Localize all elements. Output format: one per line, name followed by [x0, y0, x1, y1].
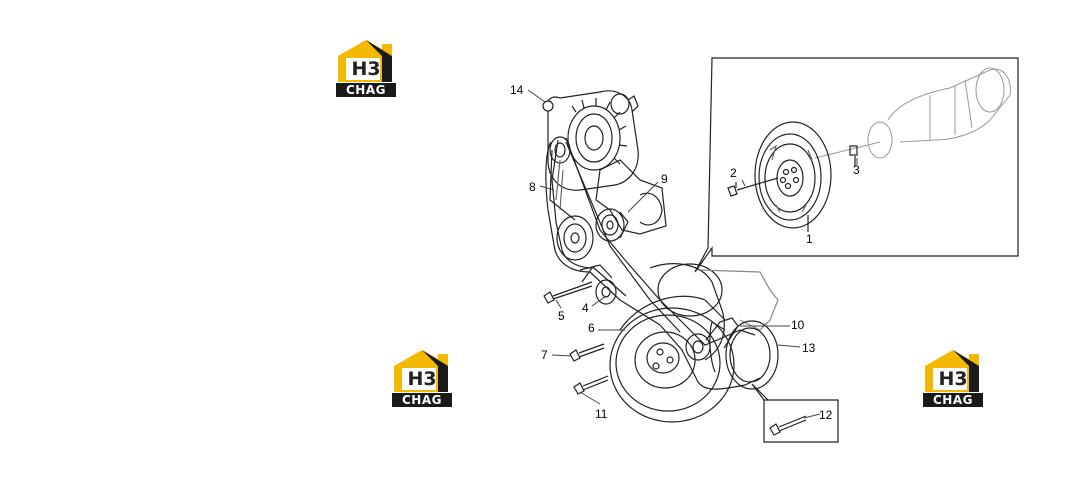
detail-box-bolt: [751, 383, 839, 443]
callout-2: 2: [730, 166, 737, 180]
bolt-12: [769, 415, 807, 436]
callout-8: 8: [529, 180, 536, 194]
logo-caption: CHAG: [402, 393, 442, 407]
callout-14: 14: [510, 83, 524, 97]
logo-caption: CHAG: [933, 393, 973, 407]
logo-shape-icon: [392, 350, 452, 407]
callout-5: 5: [558, 309, 565, 323]
bolt-2: [727, 177, 779, 197]
leader-lines: [527, 89, 858, 419]
logo-shape-icon: [336, 40, 396, 97]
callout-11: 11: [595, 407, 608, 421]
crankshaft-outline: [814, 67, 1011, 159]
logo-shape-icon: [923, 350, 983, 407]
callout-13: 13: [802, 341, 816, 355]
bolt-3: [849, 145, 858, 166]
detail-box-crank-pulley: [694, 57, 1019, 273]
idler-pulley-left: [556, 215, 594, 261]
logo-letters: H3: [351, 58, 381, 80]
callout-1: 1: [806, 232, 813, 246]
fan-pulley: [609, 295, 735, 423]
engine-block: [699, 269, 779, 331]
watermark-logo: H3 CHAG: [334, 38, 398, 98]
belt-tensioner: [685, 317, 739, 361]
callout-4: 4: [582, 301, 589, 315]
watermark-logo: H3 CHAG: [921, 348, 985, 408]
callout-7: 7: [541, 348, 548, 362]
callout-6: 6: [588, 321, 595, 335]
tensioner-pulley: [595, 208, 629, 242]
logo-letters: H3: [938, 368, 968, 390]
bolt-11: [573, 375, 609, 395]
mounting-bracket: [595, 159, 667, 235]
bolt-5: [543, 281, 593, 304]
poly-v-belt: [545, 137, 761, 390]
watermark-logo: H3 CHAG: [390, 348, 454, 408]
bolt-14: [542, 100, 554, 112]
logo-letters: H3: [407, 368, 437, 390]
crank-pulley: [754, 121, 832, 232]
callout-9: 9: [661, 172, 668, 186]
callout-12: 12: [819, 408, 833, 422]
callout-3: 3: [853, 163, 860, 177]
logo-caption: CHAG: [346, 83, 386, 97]
bracket-boss: [639, 192, 663, 226]
bolt-7: [569, 343, 605, 362]
callout-10: 10: [791, 318, 805, 332]
rear-pulley: [649, 263, 725, 361]
